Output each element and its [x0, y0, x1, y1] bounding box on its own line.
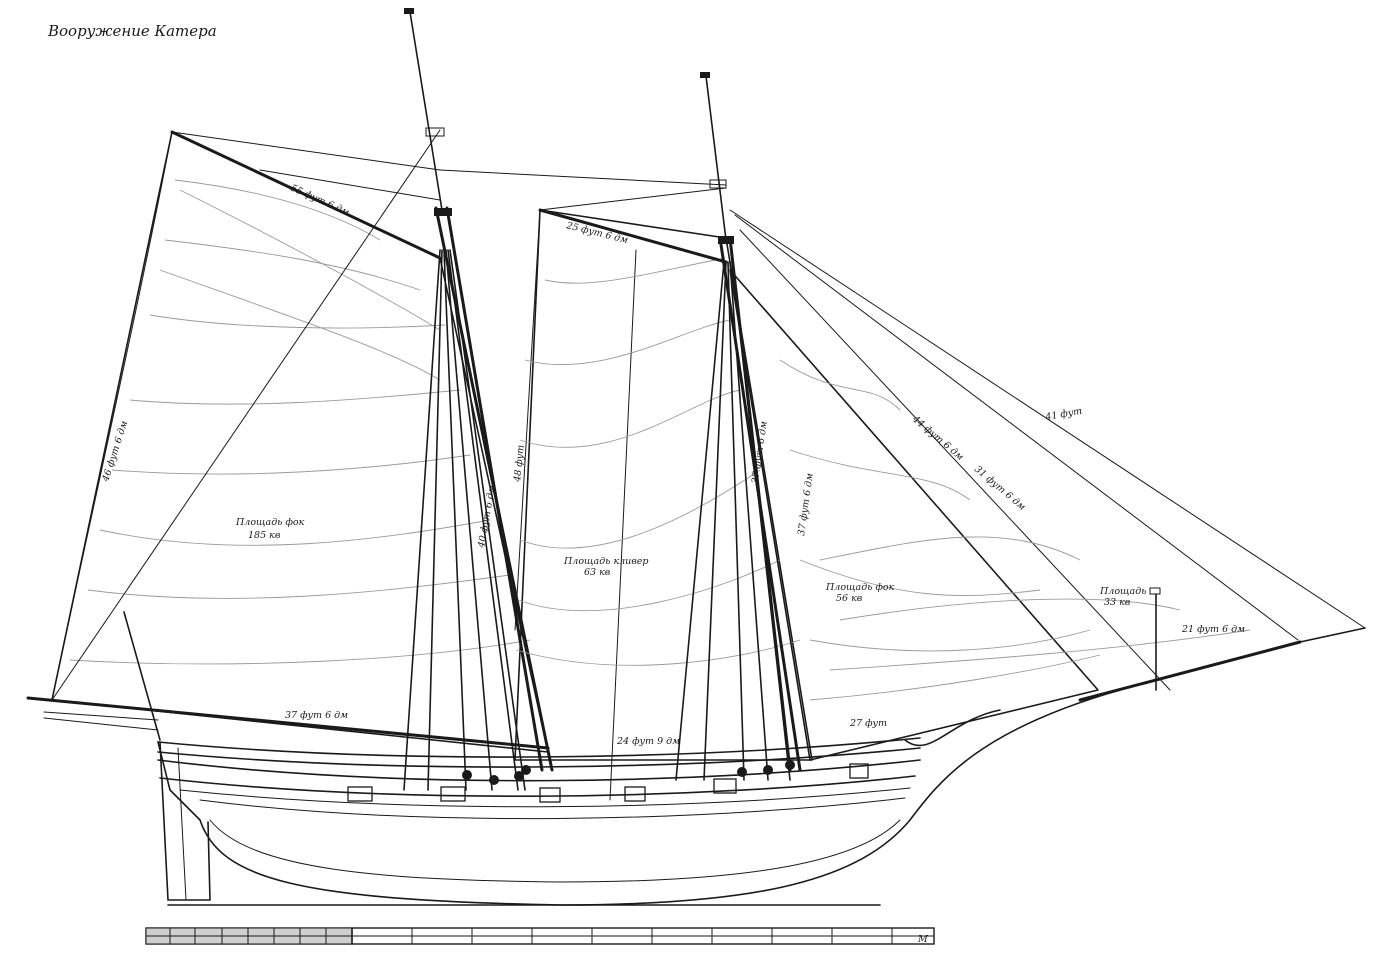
hull	[43, 689, 1121, 906]
note-mid-sail-name: Площадь кливер	[563, 556, 649, 567]
note-fore-gaff: 25 фут 6 дм	[564, 220, 629, 246]
note-main-gaff-top: 55 фут 6 дм	[289, 183, 351, 219]
note-fore-boom: 27 фут	[849, 718, 887, 729]
note-main-area: Площадь фок	[235, 517, 305, 528]
mid-sail	[514, 209, 813, 801]
main-shrouds	[51, 129, 526, 791]
note-jib-area-value: 33 кв	[1104, 597, 1131, 608]
note-mid-leech: 48 фут	[512, 444, 527, 483]
note-foresail-stay: 44 фут 6 дм	[909, 413, 965, 463]
note-main-foot: 37 фут 6 дм	[285, 710, 348, 721]
fore-shrouds	[675, 261, 791, 781]
jib-sails	[729, 209, 1366, 691]
note-bowsprit: 21 фут 6 дм	[1181, 624, 1245, 635]
main-gaff	[170, 130, 442, 260]
scale-bar-label: М	[917, 934, 928, 945]
note-mid-sail-value: 63 кв	[584, 567, 611, 578]
note-outer-jib: 41 фут	[1044, 406, 1083, 423]
note-main-area-value: 185 кв	[248, 530, 281, 541]
scale-bar: М	[145, 927, 935, 945]
stern-flagstaff	[123, 611, 161, 741]
drawing-title: Вооружение Катера	[47, 22, 217, 40]
foresail	[729, 269, 1101, 761]
note-fore-foot: 24 фут 9 дм	[616, 736, 680, 747]
note-fore-sail-value: 56 кв	[836, 593, 863, 604]
note-jib-stay: 31 фут 6 дм	[972, 464, 1027, 513]
main-boom	[26, 696, 550, 750]
note-fore-sail-area: Площадь фок	[825, 582, 895, 593]
note-fore-luff: 37 фут 6 дм	[796, 472, 816, 536]
fore-gaff	[538, 208, 728, 264]
note-jib-area: Площадь	[1099, 586, 1146, 597]
